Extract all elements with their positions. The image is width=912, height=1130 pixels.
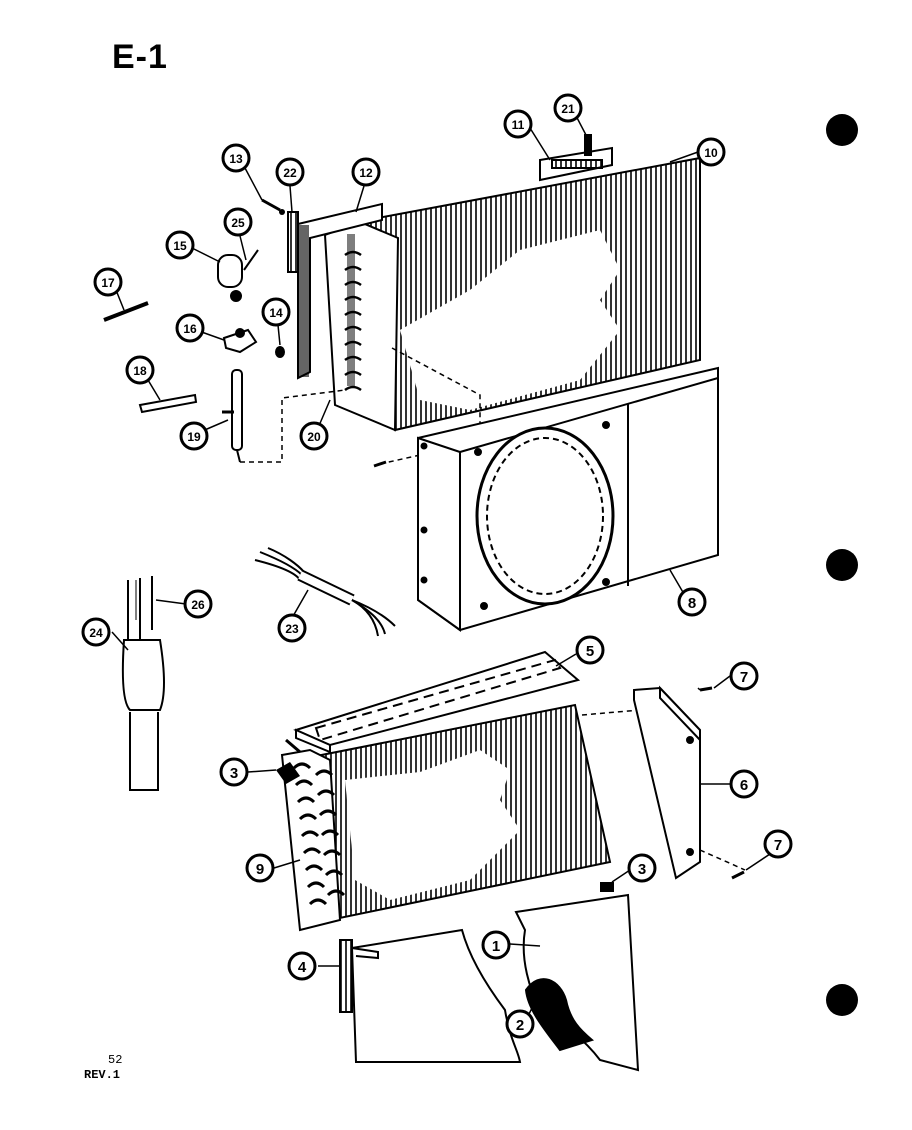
svg-text:26: 26 [191,598,205,612]
callout-11: 11 [503,109,533,139]
callout-24: 24 [81,617,111,647]
svg-text:18: 18 [133,364,147,378]
mounting-block [222,328,258,354]
base-panels [350,893,640,1072]
plug [275,346,285,358]
svg-text:6: 6 [740,777,748,794]
svg-text:17: 17 [101,276,115,290]
callout-17: 17 [93,267,123,297]
svg-text:19: 19 [187,430,201,444]
callout-20: 20 [299,421,329,451]
callout-8: 8 [677,587,707,617]
svg-text:11: 11 [512,118,525,132]
power-cord [121,576,165,791]
callout-7: 7 [729,661,759,691]
page-title: E-1 [112,38,168,76]
seal-strip [339,939,353,1013]
evaporator-coil [280,703,612,932]
clip-top [276,762,300,784]
callout-18: 18 [125,355,155,385]
callout-13: 13 [221,143,251,173]
callout-26: 26 [183,589,213,619]
callout-3: 3 [627,853,657,883]
callout-16: 16 [175,313,205,343]
callout-19: 19 [179,421,209,451]
svg-text:25: 25 [231,216,245,230]
callout-23: 23 [277,613,307,643]
svg-text:15: 15 [173,239,187,253]
svg-text:8: 8 [688,595,696,612]
shroud-screw [373,460,387,468]
svg-text:3: 3 [638,861,646,878]
wire-harness [254,547,396,637]
condenser-coil [323,156,701,432]
binder-hole [826,114,858,146]
callout-1: 1 [481,930,511,960]
callout-15: 15 [165,230,195,260]
gasket-strip [287,211,299,273]
svg-text:24: 24 [89,626,103,640]
callout-21: 21 [553,93,583,123]
svg-text:2: 2 [516,1017,524,1034]
svg-text:20: 20 [307,430,321,444]
svg-text:23: 23 [285,622,299,636]
svg-text:22: 22 [283,166,297,180]
binder-hole [826,549,858,581]
screw [261,198,285,215]
svg-text:9: 9 [256,861,264,878]
callout-25: 25 [223,207,253,237]
callout-4: 4 [287,951,317,981]
bracket-screw-bottom [731,870,745,880]
svg-text:1: 1 [492,938,500,955]
page-number: 52 [108,1053,123,1067]
callout-3: 3 [219,757,249,787]
evaporator-top-cover [293,650,581,754]
svg-text:12: 12 [359,166,373,180]
bracket-screw-top [699,686,713,692]
binder-hole [826,984,858,1016]
callout-12: 12 [351,157,381,187]
fan-shroud [417,366,719,632]
svg-text:4: 4 [298,959,307,976]
svg-text:16: 16 [183,322,197,336]
top-bracket [539,134,613,182]
callout-7: 7 [763,829,793,859]
svg-text:21: 21 [561,102,575,116]
clip-bottom [600,882,614,892]
revision-label: REV.1 [84,1068,121,1082]
svg-text:13: 13 [229,152,243,166]
callout-10: 10 [696,137,726,167]
svg-text:7: 7 [740,669,748,686]
valve-body [217,249,259,302]
svg-text:7: 7 [774,837,782,854]
callout-9: 9 [245,853,275,883]
svg-text:5: 5 [586,643,594,660]
callout-6: 6 [729,769,759,799]
tube-sheet [297,202,383,380]
callout-5: 5 [575,635,605,665]
side-bracket [633,685,701,880]
svg-text:10: 10 [704,146,718,160]
callout-22: 22 [275,157,305,187]
long-screw [103,301,149,322]
svg-text:14: 14 [269,306,283,320]
callout-2: 2 [505,1009,535,1039]
support-bar [138,393,198,414]
callout-14: 14 [261,297,291,327]
capillary-tube [222,369,243,463]
svg-text:3: 3 [230,765,238,782]
